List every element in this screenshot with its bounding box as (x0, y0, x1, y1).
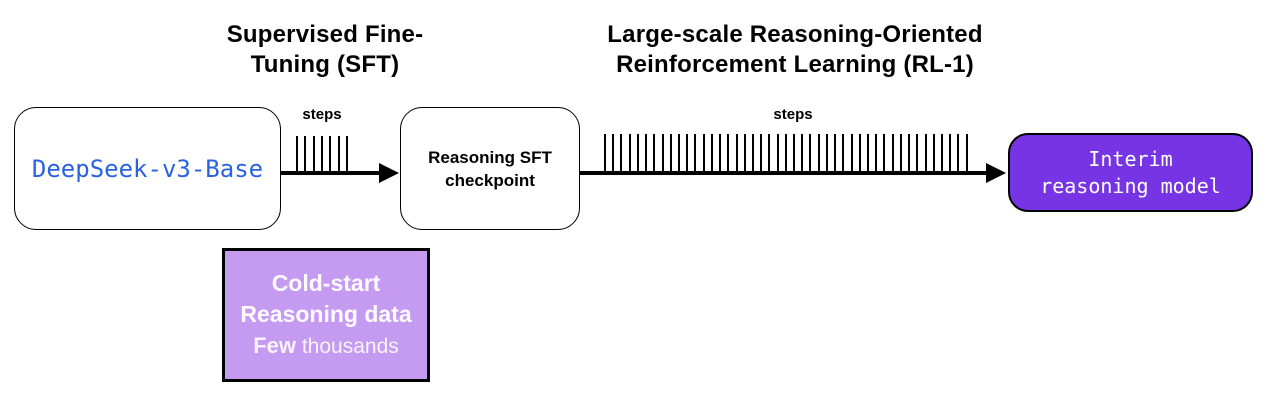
node-interim-reasoning-model: Interim reasoning model (1008, 133, 1253, 212)
node-deepseek-v3-base-label: DeepSeek-v3-Base (31, 154, 264, 183)
coldstart-line1: Cold-start (271, 270, 381, 296)
steps-label-rl: steps (773, 106, 813, 123)
arrow-rl-line (580, 171, 990, 175)
node-interim-line1: Interim (1088, 146, 1173, 171)
coldstart-line2: Reasoning data (240, 301, 412, 327)
stage-title-rl-line1: Large-scale Reasoning-Oriented (607, 21, 983, 48)
node-interim-line2: reasoning model (1040, 173, 1221, 198)
step-ticks-sft (296, 136, 348, 172)
arrow-sft-head-icon (379, 163, 399, 183)
arrow-sft-line (281, 171, 383, 175)
coldstart-data-box: Cold-start Reasoning data Few thousands (222, 248, 430, 382)
coldstart-line3: Few thousands (253, 330, 399, 362)
stage-title-sft-line2: Tuning (SFT) (250, 51, 400, 78)
stage-title-rl: Large-scale Reasoning-Oriented Reinforce… (575, 20, 1015, 80)
arrow-rl-head-icon (986, 163, 1006, 183)
coldstart-line3-bold: Few (253, 333, 297, 358)
node-deepseek-v3-base: DeepSeek-v3-Base (14, 107, 281, 230)
coldstart-line3-rest: thousands (296, 335, 399, 358)
node-reasoning-sft-checkpoint: Reasoning SFT checkpoint (400, 107, 580, 230)
stage-title-sft: Supervised Fine- Tuning (SFT) (175, 20, 475, 80)
steps-label-sft: steps (302, 106, 342, 123)
node-checkpoint-line2: checkpoint (445, 170, 535, 190)
step-ticks-rl (604, 134, 968, 172)
stage-title-rl-line2: Reinforcement Learning (RL-1) (616, 51, 974, 78)
node-checkpoint-line1: Reasoning SFT (428, 147, 552, 167)
stage-title-sft-line1: Supervised Fine- (226, 21, 424, 48)
